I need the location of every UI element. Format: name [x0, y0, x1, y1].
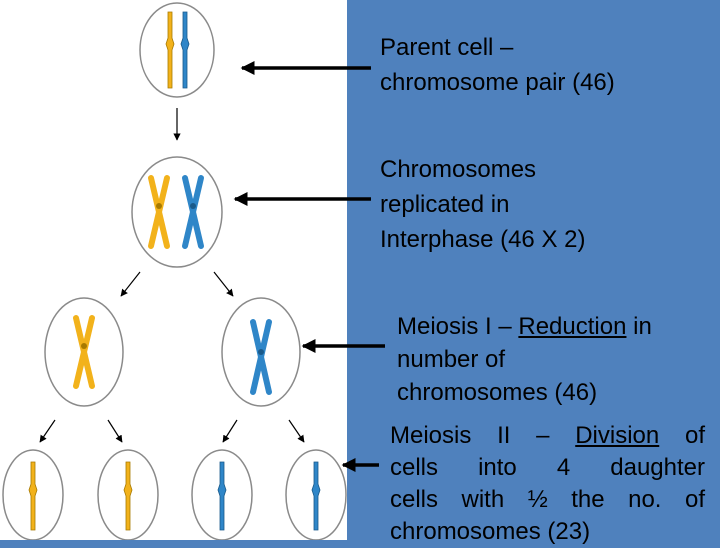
label-parent-cell: Parent cell – chromosome pair (46) — [380, 30, 710, 100]
chromosome-yellow — [165, 11, 175, 89]
reduction-emphasis: Reduction — [518, 313, 627, 340]
division-emphasis: Division — [575, 422, 660, 449]
label-parent-line2: chromosome pair (46) — [380, 69, 615, 96]
daughter-cell-1 — [2, 449, 64, 540]
meiosis1-cell-left — [44, 297, 124, 407]
parent-chromosomes — [165, 11, 190, 89]
label-meiosis-two: Meiosis II – Division of cells into 4 da… — [390, 420, 705, 548]
meiosis1-chromosomes — [73, 315, 272, 395]
label-replicated: Chromosomes replicated in Interphase (46… — [380, 152, 710, 257]
label-meiosis1-line1: Meiosis I – Reduction in — [397, 313, 652, 340]
chromosome-blue — [180, 11, 190, 89]
label-meiosis2-line1: Meiosis II – Division of — [390, 422, 705, 449]
label-replicated-line3: Interphase (46 X 2) — [380, 226, 586, 253]
daughter-chromosomes — [28, 461, 321, 531]
replicated-chromosomes — [148, 175, 204, 249]
label-meiosis-one: Meiosis I – Reduction in number of chrom… — [397, 310, 717, 409]
cells — [2, 2, 347, 540]
label-meiosis2-line3: cells with ½ the no. of — [390, 486, 705, 513]
diagram-panel — [0, 0, 347, 540]
parent-cell — [139, 2, 215, 98]
replicated-cell — [131, 156, 223, 268]
label-meiosis2-line4: chromosomes (23) — [390, 518, 591, 545]
label-meiosis1-line3: chromosomes (46) — [397, 379, 598, 406]
daughter-cell-4 — [285, 449, 347, 540]
label-replicated-line1: Chromosomes — [380, 156, 537, 183]
label-parent-line1: Parent cell – — [380, 34, 514, 61]
daughter-cell-2 — [97, 449, 159, 540]
flow-arrows — [39, 108, 305, 443]
daughter-cell-3 — [191, 449, 253, 540]
label-meiosis2-line2: cells into 4 daughter — [390, 454, 705, 481]
label-replicated-line2: replicated in — [380, 191, 510, 218]
label-meiosis1-line2: number of — [397, 346, 506, 373]
meiosis1-cell-right — [221, 297, 301, 407]
label-pointers — [233, 61, 385, 472]
